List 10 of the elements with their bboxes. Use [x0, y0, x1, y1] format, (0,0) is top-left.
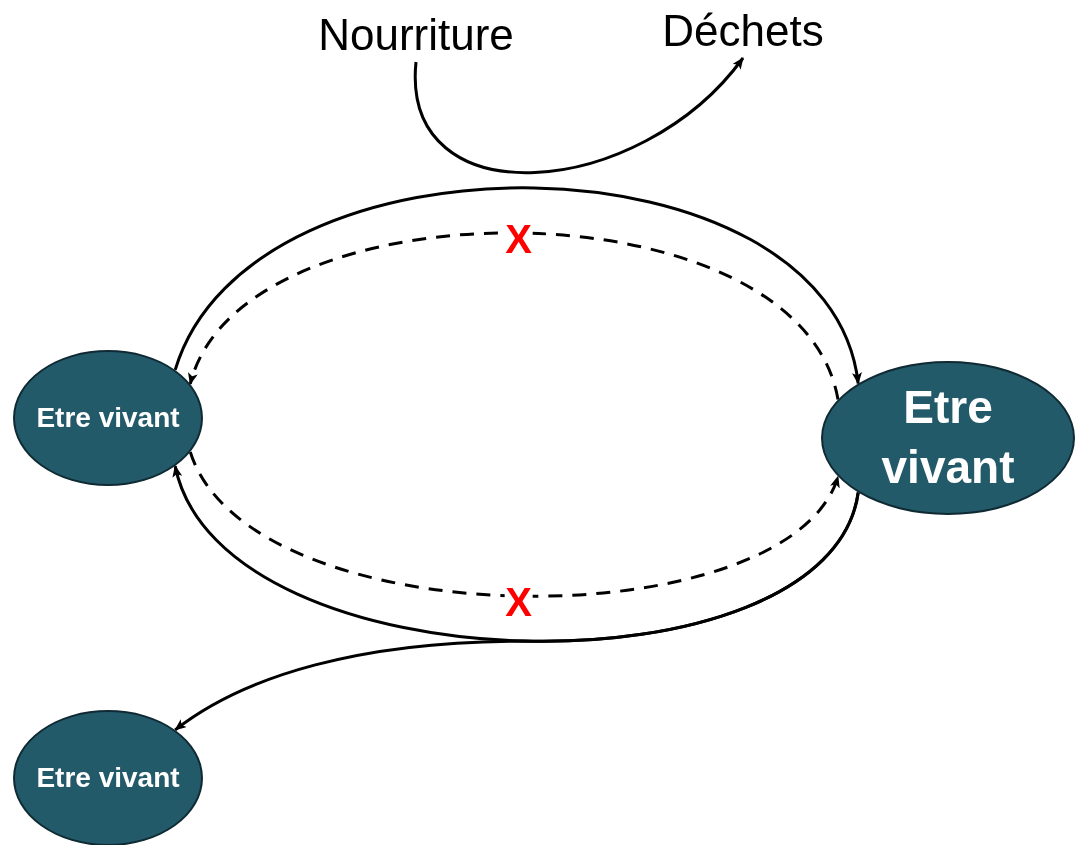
flow-label: Nourriture [317, 9, 515, 62]
flow-label: Déchets [661, 5, 825, 58]
organism-label: Etre vivant [35, 760, 181, 795]
organism-label: Etre vivant [35, 400, 181, 435]
curved-arrow [174, 492, 860, 732]
curved-arrow [173, 186, 860, 385]
curved-arrow [188, 231, 840, 401]
organism-label: Etre vivant [880, 380, 1016, 495]
curved-arrow [188, 451, 840, 598]
curved-arrow [414, 57, 745, 174]
